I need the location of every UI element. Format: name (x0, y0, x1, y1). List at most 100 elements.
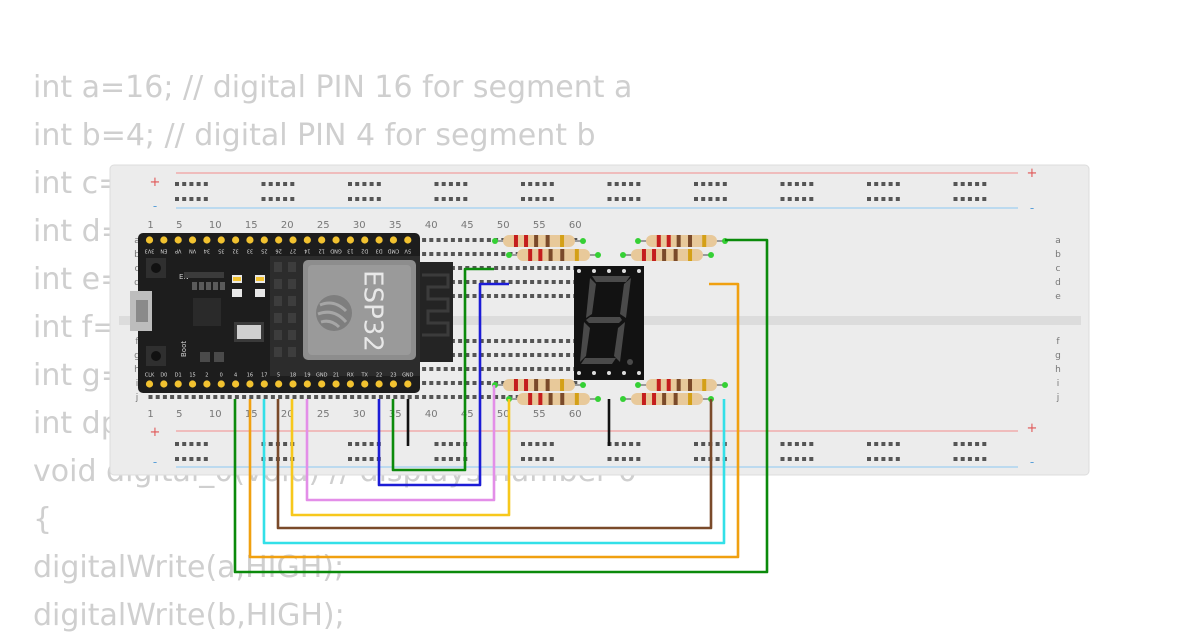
seven-segment-display[interactable] (574, 266, 644, 380)
breadboard-hole (530, 280, 535, 284)
rail-hole (715, 442, 720, 446)
breadboard-hole (508, 280, 513, 284)
breadboard-hole (458, 266, 463, 270)
row-letter: i (1057, 379, 1060, 389)
esp32-pin (203, 380, 211, 388)
rail-hole (434, 442, 439, 446)
wire-green-inner[interactable] (391, 267, 494, 472)
rail-hole (275, 182, 280, 186)
breadboard-hole (335, 395, 340, 399)
rail-hole (621, 457, 626, 461)
rail-hole (809, 182, 814, 186)
rail-hole (203, 442, 208, 446)
breadboard-hole (177, 395, 182, 399)
display-pin (577, 269, 581, 273)
wire-violet[interactable] (305, 385, 496, 502)
esp32-pin (203, 236, 211, 244)
esp32-pin-label: D0 (160, 373, 167, 379)
esp32-pin (232, 380, 240, 388)
esp32-pin-label: 3V3 (145, 248, 155, 254)
breadboard-hole (472, 238, 477, 242)
resistor[interactable] (492, 235, 586, 247)
esp32-pin (260, 380, 268, 388)
breadboard-hole (515, 339, 520, 343)
breadboard-hole (220, 395, 225, 399)
breadboard-hole (537, 280, 542, 284)
rail-hole (542, 442, 547, 446)
wire-cyan[interactable] (262, 399, 726, 545)
esp32-pin-label: 19 (304, 373, 310, 379)
segment-d (581, 358, 616, 364)
wire-orange[interactable] (248, 282, 740, 559)
breadboard-hole (364, 395, 369, 399)
display-pin (622, 371, 626, 375)
esp32-pin-label: 14 (304, 248, 310, 254)
rail-hole (975, 197, 980, 201)
rail-hole (521, 197, 525, 201)
breadboard-hole (558, 339, 563, 343)
rail-hole (549, 182, 554, 186)
esp32-pin-label: GND (316, 373, 328, 379)
breadboard-hole (472, 339, 477, 343)
rail-hole (881, 182, 886, 186)
breadboard-hole (458, 367, 463, 371)
segment-group (577, 269, 641, 375)
breadboard-hole (544, 280, 549, 284)
breadboard-hole (522, 280, 527, 284)
wire-green-outer[interactable] (233, 238, 769, 574)
breadboard-hole (566, 280, 571, 284)
rail-hole (535, 442, 540, 446)
rail-hole (362, 457, 367, 461)
rail-plus-label: + (1027, 421, 1038, 436)
esp32-pin-label: TX (361, 373, 369, 379)
breadboard-hole (422, 395, 427, 399)
wire-brown[interactable] (276, 399, 713, 530)
resistor[interactable] (506, 393, 601, 405)
wire-blue[interactable] (377, 282, 509, 487)
rail-hole (614, 197, 619, 201)
esp32-pin-label: 12 (319, 248, 325, 254)
esp32-pin-label: GND (330, 248, 342, 254)
rail-hole (261, 182, 266, 186)
breadboard-hole (400, 395, 405, 399)
column-number: 60 (569, 409, 582, 420)
wire-yellow[interactable] (290, 399, 511, 517)
display-pin (622, 269, 626, 273)
rail-hole (967, 442, 972, 446)
rail-hole (794, 457, 799, 461)
rail-hole (196, 442, 201, 446)
row-letter: g (1055, 351, 1061, 361)
breadboard-hole (436, 381, 441, 385)
resistor[interactable] (635, 379, 728, 391)
rail-hole (549, 457, 554, 461)
breadboard-hole (486, 238, 491, 242)
rail-hole (189, 197, 194, 201)
rail-hole (982, 197, 987, 201)
esp32-pin-label: EN (160, 248, 167, 254)
esp32-pin (289, 236, 297, 244)
resistor[interactable] (635, 235, 728, 247)
breadboard-hole (472, 294, 477, 298)
rail-hole (203, 197, 208, 201)
rail-hole (802, 457, 807, 461)
breadboard-hole (443, 395, 448, 399)
breadboard-hole (465, 353, 470, 357)
rail-hole (196, 182, 201, 186)
breadboard-hole (486, 280, 491, 284)
esp32-pin (160, 380, 168, 388)
breadboard-hole (458, 395, 463, 399)
esp32-pin-label: 25 (261, 248, 267, 254)
rail-hole (614, 457, 619, 461)
rail-hole (261, 197, 266, 201)
resistor[interactable] (506, 249, 601, 261)
rail-hole (182, 457, 187, 461)
breadboard-hole (522, 367, 527, 371)
resistor[interactable] (620, 249, 714, 261)
column-number: 5 (176, 409, 182, 420)
breadboard-hole (508, 294, 513, 298)
resistor[interactable] (620, 393, 714, 405)
breadboard-hole (551, 294, 556, 298)
resistor[interactable] (492, 379, 586, 391)
rail-hole (434, 182, 439, 186)
